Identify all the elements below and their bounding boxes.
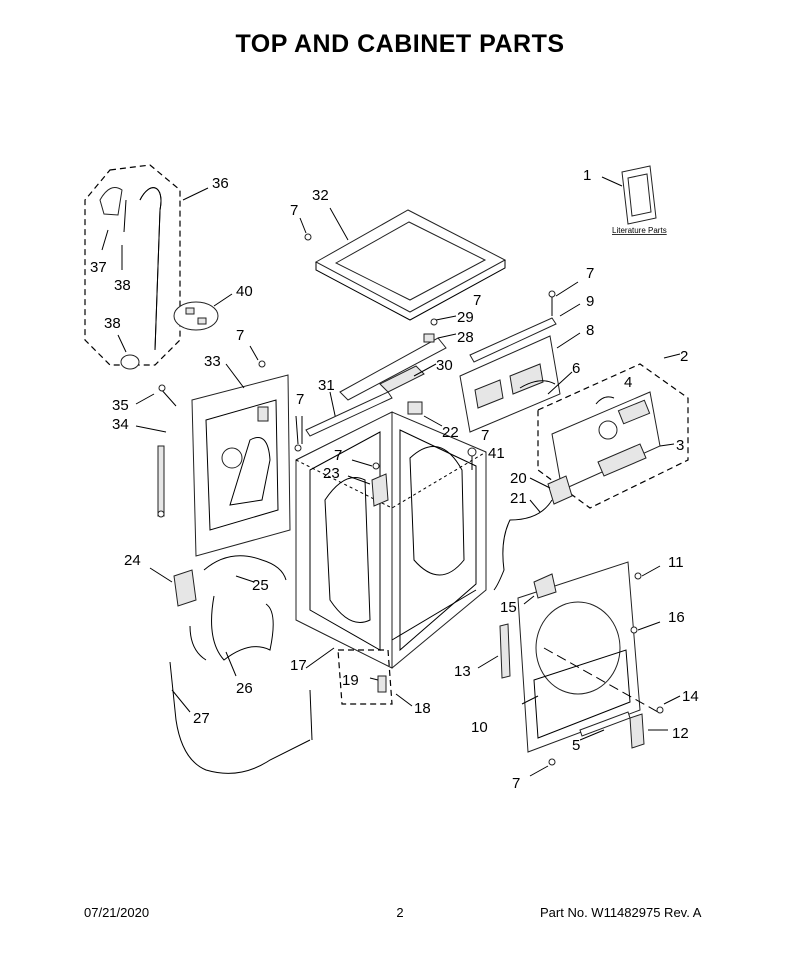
callout-41: 41 bbox=[488, 445, 505, 462]
control-panel-group bbox=[537, 353, 689, 509]
footer-part-number: Part No. W11482975 Rev. A bbox=[540, 905, 702, 920]
callout-20: 20 bbox=[510, 470, 527, 487]
callout-25: 25 bbox=[252, 577, 269, 594]
cabinet bbox=[295, 411, 487, 669]
callout-18: 18 bbox=[414, 700, 431, 717]
callout-35: 35 bbox=[112, 397, 129, 414]
leveling-legs bbox=[337, 649, 413, 707]
callout-7-cabinet: 7 bbox=[296, 391, 304, 408]
callout-7-mid: 7 bbox=[473, 292, 481, 309]
callout-40: 40 bbox=[236, 283, 253, 300]
literature-parts-label: Literature Parts bbox=[612, 226, 667, 235]
page-title: TOP AND CABINET PARTS bbox=[235, 30, 565, 58]
callout-7-bracket: 7 bbox=[334, 447, 342, 464]
callout-28: 28 bbox=[457, 329, 474, 346]
footer-page-number: 2 bbox=[396, 905, 404, 920]
callout-27: 27 bbox=[193, 710, 210, 727]
parts-34-35 bbox=[135, 384, 177, 518]
callout-11: 11 bbox=[668, 554, 684, 571]
callout-9: 9 bbox=[586, 293, 594, 310]
callout-34: 34 bbox=[112, 416, 129, 433]
callout-7-top: 7 bbox=[290, 202, 298, 219]
callout-24: 24 bbox=[124, 552, 141, 569]
top-brackets bbox=[339, 281, 581, 401]
callout-numbers: 1 2 3 4 5 6 7 7 7 7 7 7 7 7 8 9 10 11 12… bbox=[90, 167, 699, 792]
callout-10: 10 bbox=[471, 719, 488, 736]
door-hinge bbox=[477, 623, 511, 679]
callout-6: 6 bbox=[572, 360, 580, 377]
callout-7-console: 7 bbox=[481, 427, 489, 444]
callout-19: 19 bbox=[342, 672, 359, 689]
callout-7-bottom: 7 bbox=[512, 775, 520, 792]
callout-5: 5 bbox=[572, 737, 580, 754]
callout-38: 38 bbox=[114, 277, 131, 294]
callout-1: 1 bbox=[583, 167, 591, 184]
callout-29: 29 bbox=[457, 309, 474, 326]
front-panel bbox=[517, 561, 661, 753]
drain-hose-group bbox=[84, 164, 209, 370]
literature-parts-booklet: Literature Parts bbox=[601, 165, 667, 235]
callout-13: 13 bbox=[454, 663, 471, 680]
top-panel bbox=[299, 207, 507, 321]
callout-36: 36 bbox=[212, 175, 229, 192]
callout-33: 33 bbox=[204, 353, 221, 370]
door-lock-and-wiring bbox=[467, 447, 573, 591]
callout-7-rear: 7 bbox=[236, 327, 244, 344]
callout-3: 3 bbox=[676, 437, 684, 454]
callout-32: 32 bbox=[312, 187, 329, 204]
part-40 bbox=[173, 293, 233, 331]
callout-7-right: 7 bbox=[586, 265, 594, 282]
callout-12: 12 bbox=[672, 725, 689, 742]
callout-37: 37 bbox=[90, 259, 107, 276]
callout-14: 14 bbox=[682, 688, 699, 705]
callout-21: 21 bbox=[510, 490, 527, 507]
callout-16: 16 bbox=[668, 609, 685, 626]
callout-17: 17 bbox=[290, 657, 307, 674]
callout-2: 2 bbox=[680, 348, 688, 365]
lower-trim bbox=[529, 695, 681, 777]
callout-23: 23 bbox=[323, 465, 340, 482]
callout-8: 8 bbox=[586, 322, 594, 339]
rear-panel bbox=[191, 345, 291, 557]
cabinet-top-brackets bbox=[294, 391, 393, 507]
callout-31: 31 bbox=[318, 377, 335, 394]
footer-date: 07/21/2020 bbox=[84, 905, 150, 920]
console-rear-bracket bbox=[459, 335, 573, 433]
callout-26: 26 bbox=[236, 680, 253, 697]
top-small-parts bbox=[407, 315, 457, 427]
callout-22: 22 bbox=[442, 424, 459, 441]
wire-harnesses bbox=[149, 555, 313, 774]
callout-15: 15 bbox=[500, 599, 517, 616]
callout-38-lower: 38 bbox=[104, 315, 121, 332]
callout-30: 30 bbox=[436, 357, 453, 374]
callout-4: 4 bbox=[624, 374, 632, 391]
